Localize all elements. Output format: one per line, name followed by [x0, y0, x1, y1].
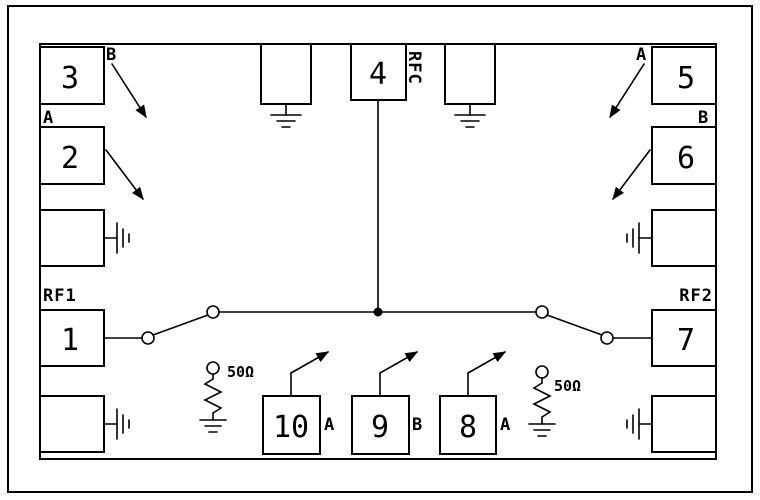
- ground-symbol-down: [454, 103, 486, 128]
- ground-symbol-left: [626, 408, 653, 440]
- branch-label-b-right: B: [698, 108, 709, 128]
- pad-8-outline: [439, 395, 497, 455]
- ground-pad-top-right: [444, 43, 496, 128]
- termination-node-right: [535, 365, 549, 379]
- branch-label-b-top-left: B: [106, 45, 117, 65]
- resistor-zigzag-right: [532, 382, 552, 418]
- ground-pad-right-bottom: [626, 395, 717, 453]
- termination-node-left: [206, 361, 220, 375]
- series-switch-arm-left: [152, 314, 209, 336]
- pad-5-outline: [651, 46, 717, 105]
- switch-arm-arrow-pad10: [290, 351, 330, 374]
- drawing-border: [7, 5, 753, 493]
- pad-5: 5: [651, 46, 717, 105]
- branch-label-a-top-right: A: [636, 45, 647, 65]
- series-switch-arm-right: [546, 314, 603, 336]
- pad-10: 10: [262, 395, 321, 455]
- branch-label-a-left: A: [43, 108, 54, 128]
- pad-4-number: 4: [369, 57, 387, 92]
- ground-symbol-right: [103, 222, 130, 254]
- pad-7-number: 7: [677, 323, 695, 358]
- pad-1-number: 1: [61, 323, 79, 358]
- pad-3-number: 3: [61, 61, 79, 96]
- branch-label-b-pad9: B: [412, 415, 423, 435]
- pad-6-outline: [651, 126, 717, 185]
- ground-pad-outline: [651, 209, 717, 267]
- termination-left: 50Ω: [199, 361, 254, 433]
- resistor-zigzag-left: [203, 378, 223, 414]
- pad-8: 8: [439, 395, 497, 455]
- switch-node-rf1: [141, 331, 155, 345]
- branch-label-a-pad10: A: [324, 415, 335, 435]
- port-label-rf2: RF2: [679, 286, 713, 306]
- pad-5-number: 5: [677, 61, 695, 96]
- ground-symbol-down: [199, 419, 227, 433]
- ground-pad-left-bottom: [39, 395, 130, 453]
- switch-arm-arrow-pad9: [379, 351, 419, 374]
- ground-symbol-down: [528, 423, 556, 437]
- pad-6: 6: [651, 126, 717, 185]
- switch-arm-arrow-pad8: [467, 351, 507, 374]
- ground-symbol-left: [626, 222, 653, 254]
- pad-1: 1: [39, 309, 105, 367]
- pad-2: 2: [39, 126, 105, 185]
- pad-1-outline: [39, 309, 105, 367]
- line-node-left: [206, 305, 220, 319]
- resistor-value-right: 50Ω: [554, 377, 581, 395]
- termination-right: 50Ω: [528, 365, 581, 437]
- ground-pad-outline: [260, 43, 312, 105]
- pad-6-number: 6: [677, 141, 695, 176]
- pad-9-number: 9: [371, 410, 389, 445]
- branch-label-a-pad8: A: [500, 415, 511, 435]
- ground-pad-outline: [444, 43, 496, 105]
- pad-3: 3: [39, 46, 105, 105]
- ground-pad-outline: [39, 209, 105, 267]
- junction-dot: [373, 307, 383, 317]
- pad-10-outline: [262, 395, 321, 455]
- rf-signal-path: [103, 99, 653, 345]
- switch-arm-arrow-pad5: [609, 63, 645, 119]
- ground-symbol-down: [270, 103, 302, 128]
- shunt-arm-pad8: [467, 351, 507, 397]
- ground-pad-outline: [651, 395, 717, 453]
- ground-pad-right-top: [626, 209, 717, 267]
- pad-2-outline: [39, 126, 105, 185]
- port-label-rfc: RFC: [404, 51, 424, 85]
- shunt-arm-pad10: [290, 351, 330, 397]
- resistor-value-left: 50Ω: [227, 363, 254, 381]
- ground-pad-top-left: [260, 43, 312, 128]
- pad-4: 4: [350, 43, 407, 101]
- pad-10-number: 10: [273, 410, 309, 445]
- pad-4-outline: [350, 43, 407, 101]
- pad-7: 7: [651, 309, 717, 367]
- switch-arm-arrow-pad2: [105, 149, 144, 201]
- pad-8-number: 8: [459, 410, 477, 445]
- pad-7-outline: [651, 309, 717, 367]
- ground-pad-outline: [39, 395, 105, 453]
- pad-9-outline: [351, 395, 410, 455]
- pad-2-number: 2: [61, 141, 79, 176]
- ground-pad-left-top: [39, 209, 130, 267]
- port-label-rf1: RF1: [43, 286, 77, 306]
- ground-symbol-right: [103, 408, 130, 440]
- switch-node-rf2: [600, 331, 614, 345]
- switch-arm-arrow-pad6: [612, 149, 651, 201]
- pad-9: 9: [351, 395, 410, 455]
- shunt-arm-pad9: [379, 351, 419, 397]
- switch-arm-arrow-pad3: [111, 63, 147, 119]
- pad-3-outline: [39, 46, 105, 105]
- line-node-right: [535, 305, 549, 319]
